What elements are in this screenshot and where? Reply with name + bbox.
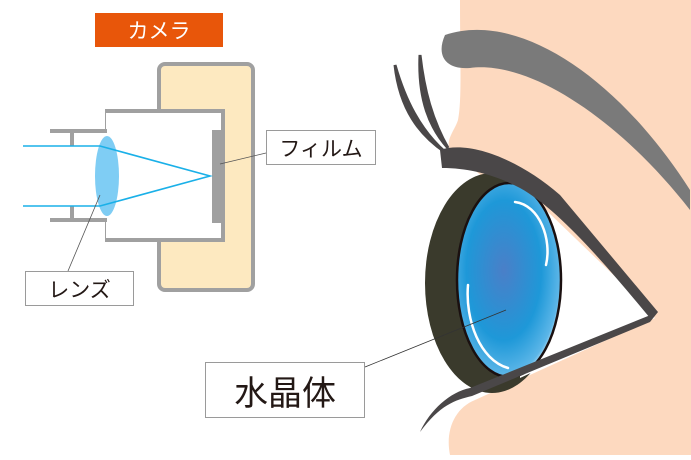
iris-highlight [466,200,549,370]
film-strip [212,130,223,223]
eye [364,0,691,455]
light-rays [23,145,214,207]
iris [455,181,563,379]
lens-leader-line [67,194,101,272]
camera-title: カメラ [95,13,223,47]
camera-lens [95,136,119,216]
crystalline-lens-label: 水晶体 [205,362,365,418]
crystalline-lens-leader-line [364,309,507,368]
lens-label: レンズ [25,271,134,306]
upper-eyelid [440,147,658,318]
lower-eyelid [420,312,658,432]
camera [23,62,267,292]
eyelashes [393,54,450,154]
eyebrow [441,29,690,211]
lens-tube [50,129,107,222]
film-label: フィルム [266,130,376,165]
film-leader-line [219,152,267,165]
